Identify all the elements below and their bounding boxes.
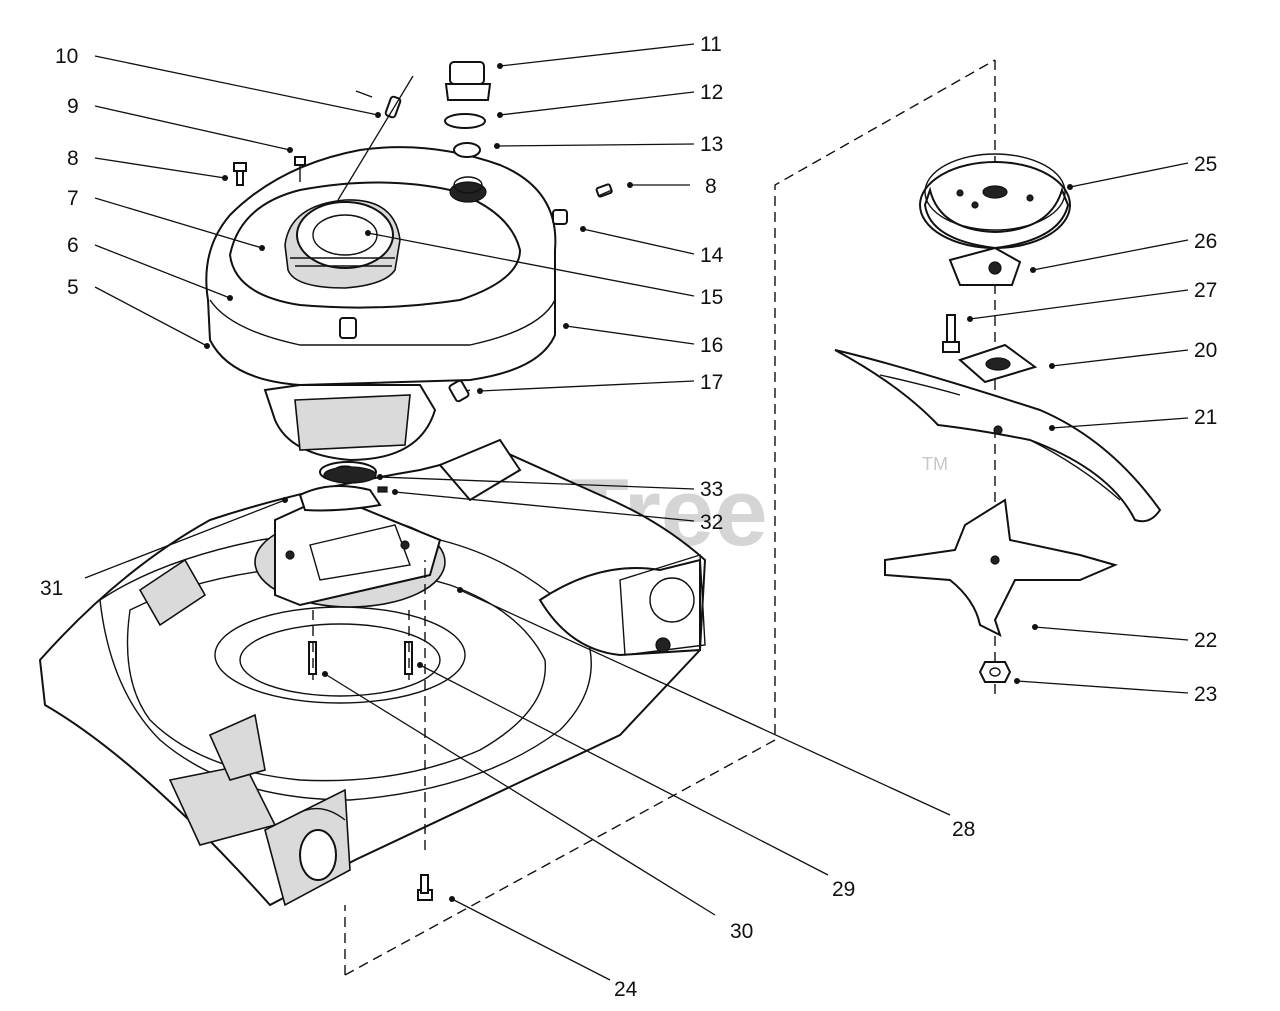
callout-17: 17 xyxy=(700,371,723,394)
callout-27: 27 xyxy=(1194,279,1217,302)
mower-deck-housing xyxy=(38,438,707,907)
callout-21: 21 xyxy=(1194,406,1217,429)
callout-8-left: 8 xyxy=(67,147,79,170)
engine-assembly xyxy=(205,146,557,483)
callout-6: 6 xyxy=(67,234,79,257)
callout-33: 33 xyxy=(700,478,723,501)
callout-8-right: 8 xyxy=(705,175,717,198)
engine-adapter-plate xyxy=(274,485,442,607)
callout-12: 12 xyxy=(700,81,723,104)
callout-23: 23 xyxy=(1194,683,1217,706)
callout-5: 5 xyxy=(67,276,79,299)
leader-lines xyxy=(84,43,1189,981)
callout-10: 10 xyxy=(55,45,78,68)
callout-26: 26 xyxy=(1194,230,1217,253)
callout-32: 32 xyxy=(700,511,723,534)
callout-25: 25 xyxy=(1194,153,1217,176)
callout-24: 24 xyxy=(614,978,638,1001)
blade-assembly-inset xyxy=(344,59,1162,976)
callout-9: 9 xyxy=(67,95,79,118)
watermark-trademark: TM xyxy=(922,454,948,474)
callout-16: 16 xyxy=(700,334,723,357)
callout-28: 28 xyxy=(952,818,975,841)
callout-13: 13 xyxy=(700,133,723,156)
callout-22: 22 xyxy=(1194,629,1217,652)
callout-labels: 10 9 8 7 6 5 11 12 13 8 14 15 16 17 33 3… xyxy=(40,33,1217,1001)
callout-15: 15 xyxy=(700,286,723,309)
callout-14: 14 xyxy=(700,244,724,267)
callout-7: 7 xyxy=(67,187,79,210)
callout-20: 20 xyxy=(1194,339,1217,362)
callout-11: 11 xyxy=(700,33,722,56)
callout-29: 29 xyxy=(832,878,855,901)
callout-31: 31 xyxy=(40,577,63,600)
callout-30: 30 xyxy=(730,920,753,943)
